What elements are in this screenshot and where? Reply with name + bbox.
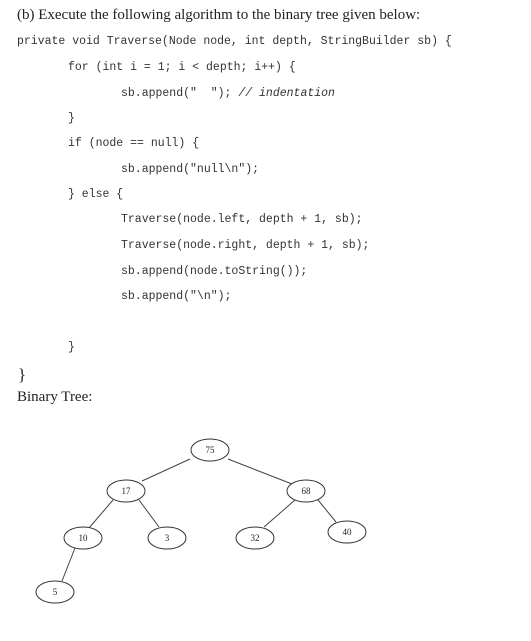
edge-75-68 <box>227 458 293 485</box>
edge-75-17 <box>141 458 191 482</box>
node-label-10: 10 <box>79 533 89 543</box>
code-append-indent: sb.append(" "); // indentation <box>121 87 335 100</box>
node-label-40: 40 <box>343 527 353 537</box>
node-68 <box>286 479 326 503</box>
code-traverse-left: Traverse(node.left, depth + 1, sb); <box>121 213 363 226</box>
node-32 <box>235 526 275 550</box>
code-signature: private void Traverse(Node node, int dep… <box>17 35 452 48</box>
node-label-17: 17 <box>122 486 132 496</box>
node-label-3: 3 <box>165 533 170 543</box>
node-label-5: 5 <box>53 587 58 597</box>
node-17 <box>106 479 146 503</box>
code-close-else: } <box>68 341 75 354</box>
node-label-32: 32 <box>251 533 260 543</box>
edge-68-40 <box>317 499 337 523</box>
code-for-line: for (int i = 1; i < depth; i++) { <box>68 61 296 74</box>
tree-nodes <box>35 438 367 604</box>
edge-10-5 <box>61 547 76 582</box>
node-10 <box>63 526 103 550</box>
node-75 <box>190 438 230 462</box>
tree-edges <box>61 458 337 582</box>
edge-68-32 <box>263 499 296 528</box>
code-if-line: if (node == null) { <box>68 137 200 150</box>
node-label-75: 75 <box>206 445 216 455</box>
code-close-for: } <box>68 112 75 125</box>
question-heading: (b) Execute the following algorithm to t… <box>17 7 421 23</box>
tree-node-labels: 75 17 68 10 3 32 40 5 <box>53 445 352 597</box>
node-3 <box>147 526 187 550</box>
code-else-line: } else { <box>68 188 124 201</box>
node-40 <box>327 520 367 544</box>
code-append-tostring: sb.append(node.toString()); <box>121 265 308 278</box>
code-comment: // indentation <box>238 87 335 100</box>
tree-label: Binary Tree: <box>17 389 93 405</box>
code-append-newline: sb.append("\n"); <box>121 290 232 303</box>
code-append-indent-stmt: sb.append(" "); <box>121 87 239 100</box>
method-closing-brace: } <box>18 365 27 384</box>
node-label-68: 68 <box>302 486 312 496</box>
code-append-null: sb.append("null\n"); <box>121 163 260 176</box>
node-5 <box>35 580 75 604</box>
code-traverse-right: Traverse(node.right, depth + 1, sb); <box>121 239 370 252</box>
edge-17-10 <box>88 499 114 529</box>
edge-17-3 <box>138 499 160 528</box>
